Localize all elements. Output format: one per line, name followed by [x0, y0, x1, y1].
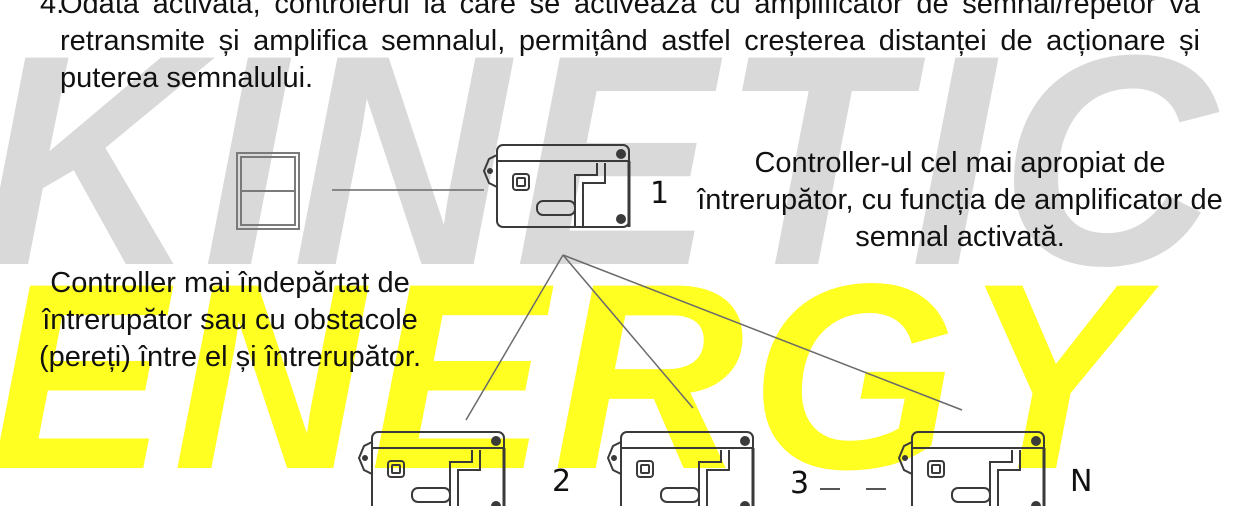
- caption-nearest-controller: Controller-ul cel mai apropiat de întrer…: [697, 147, 1223, 253]
- signal-lines: [465, 254, 963, 421]
- instruction-paragraph: 4. Odată activată, controlerul la care s…: [40, 0, 1200, 97]
- controller-2-icon: [357, 430, 506, 506]
- paragraph-text: Odată activată, controlerul la care se a…: [60, 0, 1200, 94]
- paragraph-number: 4.: [40, 0, 65, 20]
- device-label-1: 1: [650, 176, 670, 211]
- controller-n-icon: [897, 430, 1046, 506]
- controller-3-icon: [606, 430, 755, 506]
- device-label-n: N: [1070, 464, 1093, 499]
- caption-farther-controller: Controller mai îndepărtat de întrerupăto…: [39, 267, 421, 373]
- device-label-3: 3: [790, 466, 810, 501]
- device-label-2: 2: [552, 464, 572, 499]
- wiring-diagram: [236, 143, 1046, 506]
- wall-switch-icon: [236, 152, 300, 230]
- watermark-energy: ENERGY: [0, 229, 1146, 525]
- controller-1-icon: [482, 143, 631, 229]
